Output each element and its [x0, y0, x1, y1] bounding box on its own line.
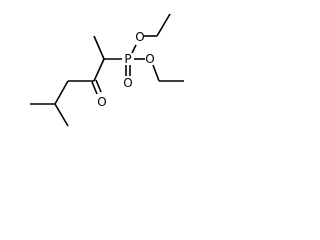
phosphorus-atom-label: P	[124, 52, 131, 66]
carbonyl-oxygen-label: O	[97, 95, 106, 109]
bond-methyl-c1	[93, 35, 105, 60]
bond-c1-carbonyl	[93, 58, 105, 82]
bond-ch-methyl-down	[54, 103, 69, 127]
molecule-structure: P O O O O	[30, 13, 184, 127]
ester-oxygen-lower-label: O	[145, 52, 154, 66]
phosphoryl-oxygen-label: O	[123, 76, 132, 90]
bond-carbonyl-double-1	[91, 81, 98, 95]
bond-upper-ch2-ch3	[156, 13, 171, 37]
bond-o-lower-ch2	[152, 64, 160, 82]
bond-p-o-upper	[131, 44, 137, 54]
ester-oxygen-upper-label: O	[135, 30, 144, 44]
bond-ch2-ch	[54, 80, 69, 105]
bond-carbonyl-double-2	[95, 79, 102, 93]
